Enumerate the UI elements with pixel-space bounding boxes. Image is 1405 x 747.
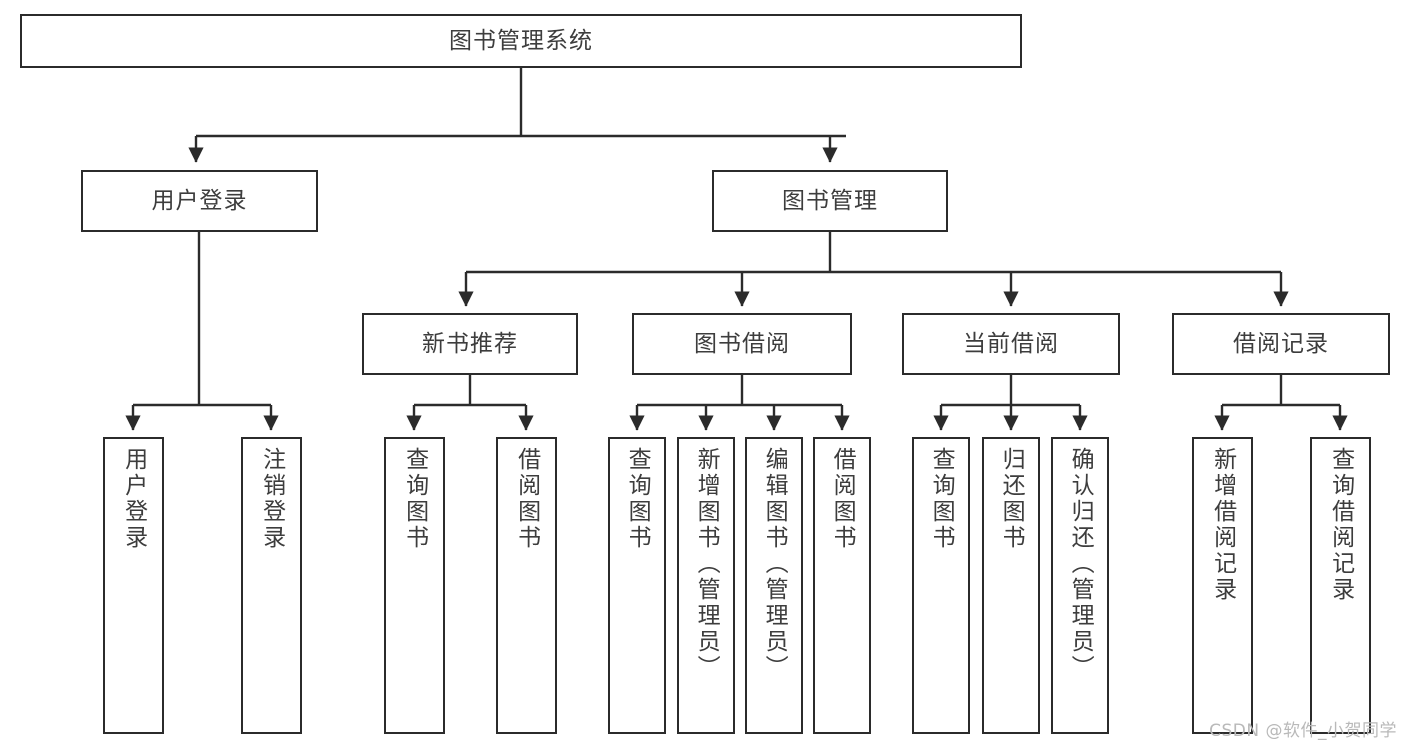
node-label: 查询图书 bbox=[624, 447, 651, 551]
node-label: 当前借阅 bbox=[963, 330, 1059, 357]
node-label: 注销登录 bbox=[258, 447, 285, 551]
leaf-logout[interactable]: 注销登录 bbox=[241, 437, 302, 734]
leaf-query-books-borrow[interactable]: 查询图书 bbox=[608, 437, 666, 734]
node-label: 新增图书（管理员） bbox=[693, 447, 720, 681]
node-label: 新增借阅记录 bbox=[1209, 447, 1236, 603]
node-label: 确认归还（管理员） bbox=[1067, 447, 1094, 681]
leaf-query-borrow-record[interactable]: 查询借阅记录 bbox=[1310, 437, 1371, 734]
leaf-query-books-recommend[interactable]: 查询图书 bbox=[384, 437, 445, 734]
node-label: 归还图书 bbox=[998, 447, 1025, 551]
leaf-query-books-current[interactable]: 查询图书 bbox=[912, 437, 970, 734]
node-label: 图书借阅 bbox=[694, 330, 790, 357]
leaf-return-books[interactable]: 归还图书 bbox=[982, 437, 1040, 734]
leaf-user-login[interactable]: 用户登录 bbox=[103, 437, 164, 734]
node-label: 借阅图书 bbox=[513, 447, 540, 551]
leaf-borrow-books-recommend[interactable]: 借阅图书 bbox=[496, 437, 557, 734]
leaf-borrow-books-borrow[interactable]: 借阅图书 bbox=[813, 437, 871, 734]
node-label: 查询图书 bbox=[928, 447, 955, 551]
node-label: 用户登录 bbox=[120, 447, 147, 551]
leaf-edit-book-admin[interactable]: 编辑图书（管理员） bbox=[745, 437, 803, 734]
node-borrow-record[interactable]: 借阅记录 bbox=[1172, 313, 1390, 375]
node-label: 图书管理系统 bbox=[449, 27, 593, 54]
node-label: 借阅记录 bbox=[1233, 330, 1329, 357]
node-label: 图书管理 bbox=[782, 187, 878, 214]
node-user-login[interactable]: 用户登录 bbox=[81, 170, 318, 232]
node-label: 新书推荐 bbox=[422, 330, 518, 357]
node-label: 用户登录 bbox=[151, 187, 248, 214]
node-label: 查询借阅记录 bbox=[1327, 447, 1354, 603]
node-label: 借阅图书 bbox=[829, 447, 856, 551]
leaf-confirm-return-admin[interactable]: 确认归还（管理员） bbox=[1051, 437, 1109, 734]
node-book-borrow[interactable]: 图书借阅 bbox=[632, 313, 852, 375]
leaf-add-book-admin[interactable]: 新增图书（管理员） bbox=[677, 437, 735, 734]
node-label: 查询图书 bbox=[401, 447, 428, 551]
node-book-management[interactable]: 图书管理 bbox=[712, 170, 948, 232]
leaf-add-borrow-record[interactable]: 新增借阅记录 bbox=[1192, 437, 1253, 734]
node-root-system[interactable]: 图书管理系统 bbox=[20, 14, 1022, 68]
node-label: 编辑图书（管理员） bbox=[761, 447, 788, 681]
node-current-borrow[interactable]: 当前借阅 bbox=[902, 313, 1120, 375]
node-new-book-recommend[interactable]: 新书推荐 bbox=[362, 313, 578, 375]
